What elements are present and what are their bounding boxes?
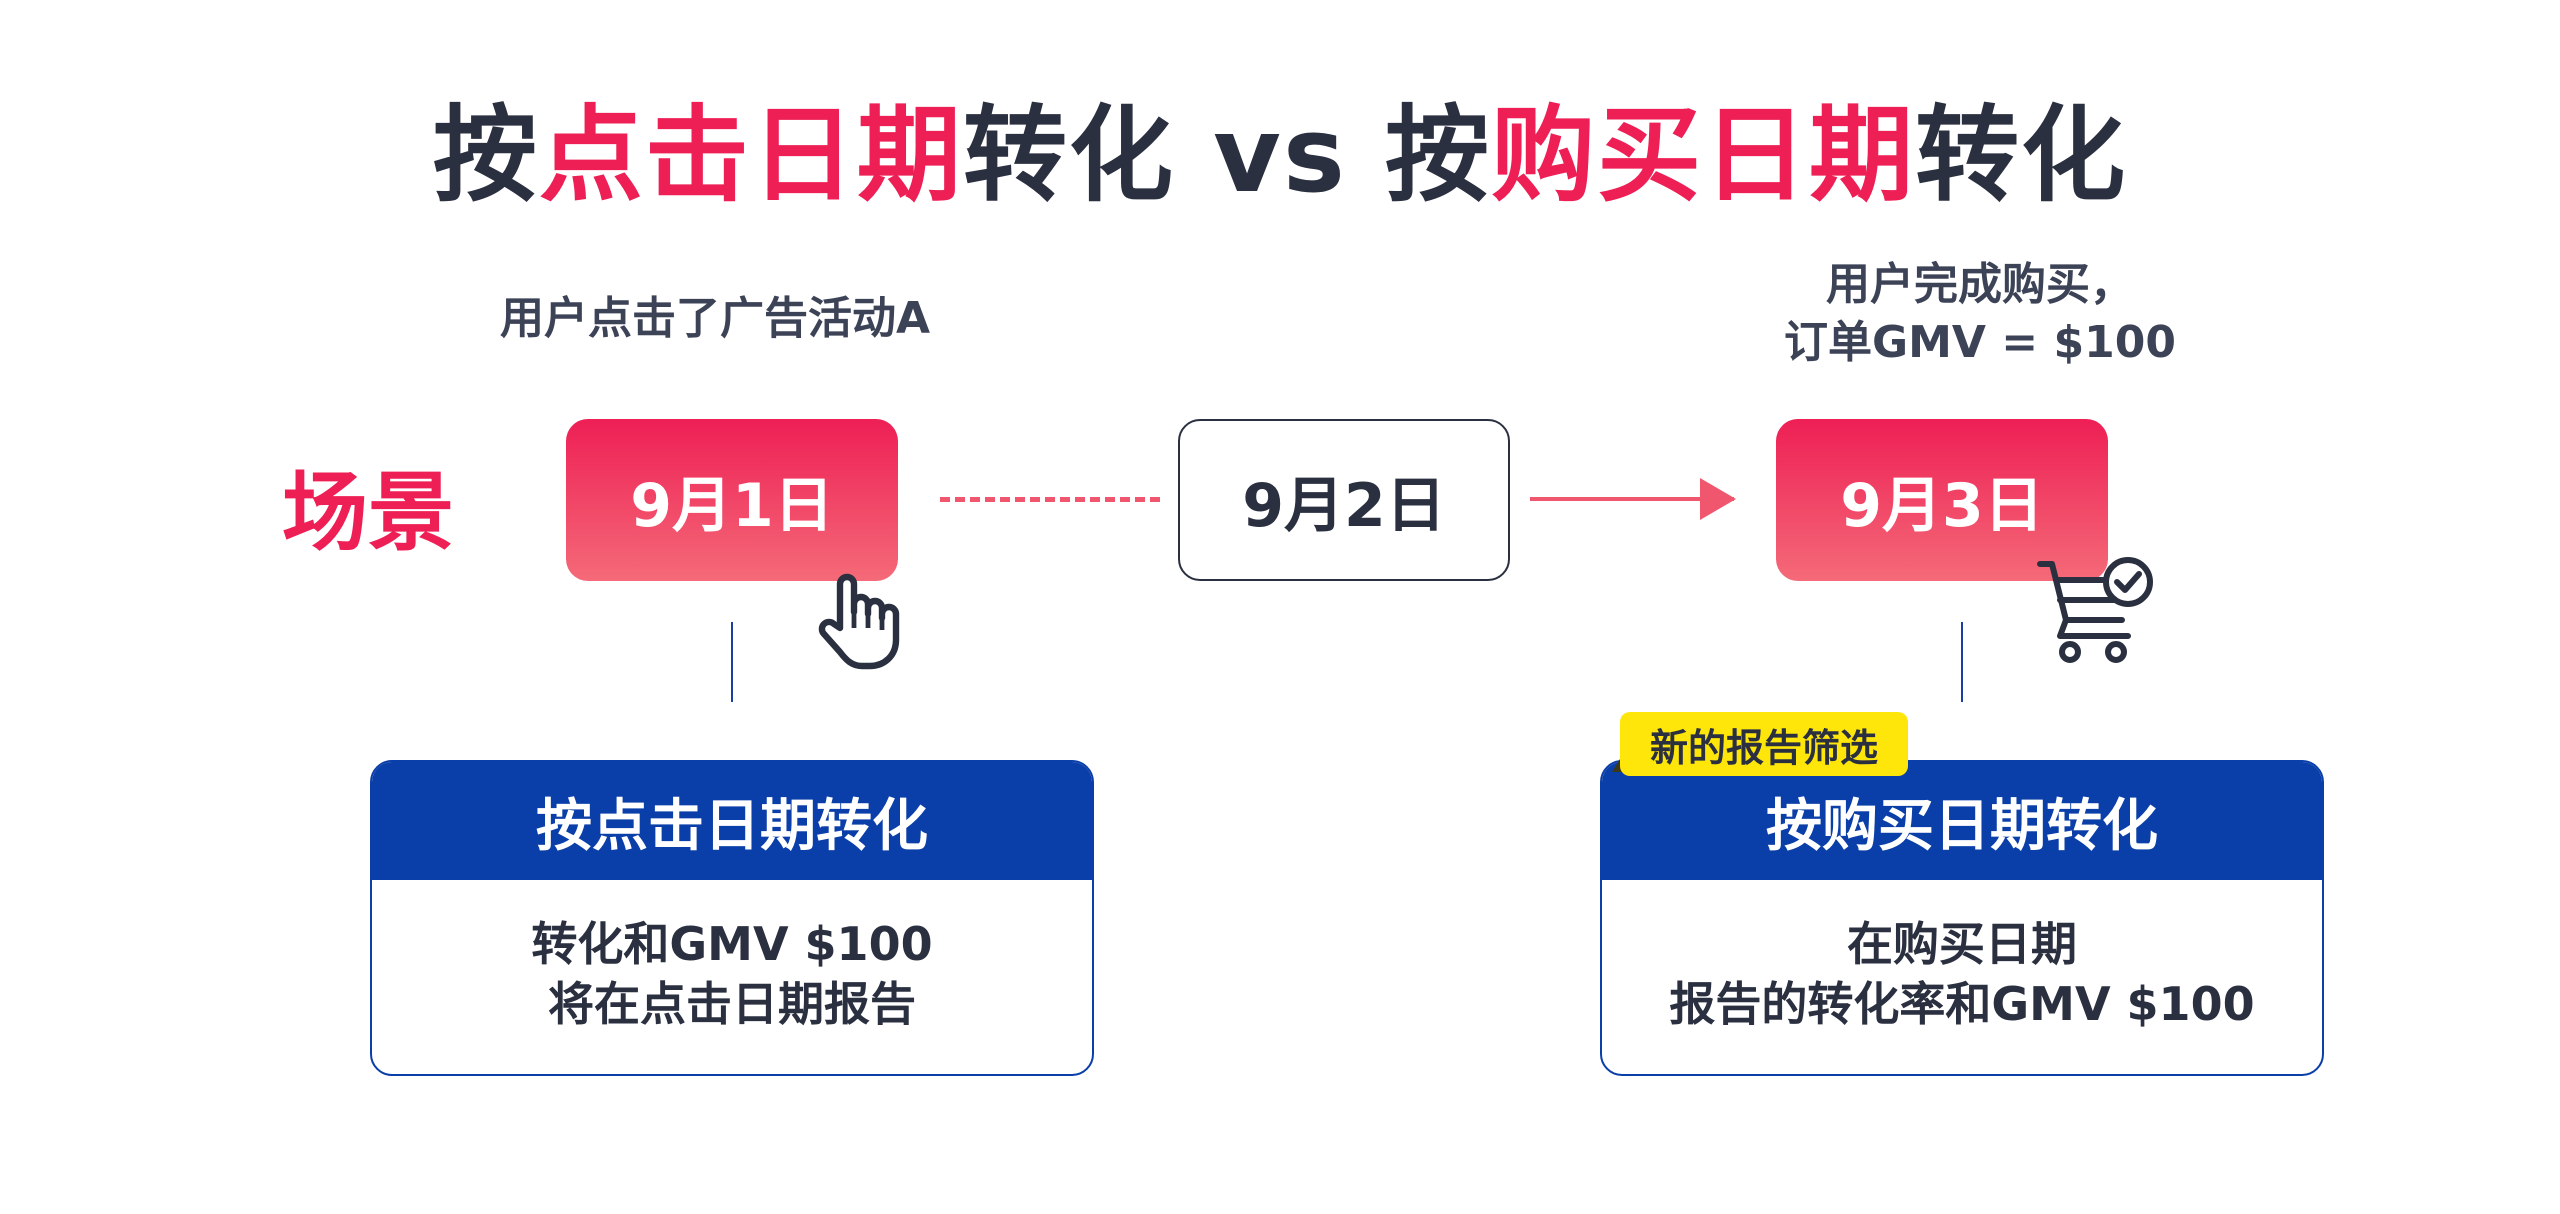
card-purchase-line-1: 在购买日期 xyxy=(1847,917,2077,971)
shopping-cart-check-icon xyxy=(2037,557,2153,663)
arrow-connector-head xyxy=(1700,478,1736,520)
dashed-connector xyxy=(940,497,1160,502)
card-click-header: 按点击日期转化 xyxy=(372,762,1092,880)
date-box-sep-2: 9月2日 xyxy=(1178,419,1510,581)
purchase-caption-line-1: 用户完成购买， xyxy=(1826,259,2134,310)
connector-line-click xyxy=(731,622,733,702)
card-click-line-1: 转化和GMV $100 xyxy=(531,917,933,971)
connector-line-purchase xyxy=(1961,622,1963,702)
click-caption: 用户点击了广告活动A xyxy=(500,293,931,344)
card-purchase-date-conversion: 按购买日期转化 在购买日期 报告的转化率和GMV $100 xyxy=(1600,760,2324,1076)
card-purchase-header: 按购买日期转化 xyxy=(1602,762,2322,880)
purchase-caption-line-2: 订单GMV = $100 xyxy=(1784,317,2176,368)
title-highlight-click-date: 点击日期 xyxy=(538,94,963,216)
date-box-sep-3: 9月3日 xyxy=(1776,419,2108,581)
pointer-hand-icon xyxy=(818,573,900,670)
new-report-filter-badge: 新的报告筛选 xyxy=(1620,712,1909,776)
card-click-body: 转化和GMV $100 将在点击日期报告 xyxy=(372,880,1092,1034)
card-purchase-line-2: 报告的转化率和GMV $100 xyxy=(1669,977,2255,1031)
title-part-5: 转化 xyxy=(1915,94,2128,216)
card-purchase-body: 在购买日期 报告的转化率和GMV $100 xyxy=(1602,880,2322,1034)
diagram-title: 按点击日期转化 vs 按购买日期转化 xyxy=(0,70,2560,221)
purchase-caption: 用户完成购买， 订单GMV = $100 xyxy=(1700,256,2260,372)
title-part-3: 转化 vs 按 xyxy=(962,94,1492,216)
date-box-sep-1: 9月1日 xyxy=(566,419,898,581)
arrow-connector-line xyxy=(1530,497,1734,501)
title-highlight-purchase-date: 购买日期 xyxy=(1491,94,1916,216)
card-click-date-conversion: 按点击日期转化 转化和GMV $100 将在点击日期报告 xyxy=(370,760,1094,1076)
scene-label: 场景 xyxy=(282,463,454,563)
title-part-1: 按 xyxy=(432,94,539,216)
card-click-line-2: 将在点击日期报告 xyxy=(548,977,916,1031)
